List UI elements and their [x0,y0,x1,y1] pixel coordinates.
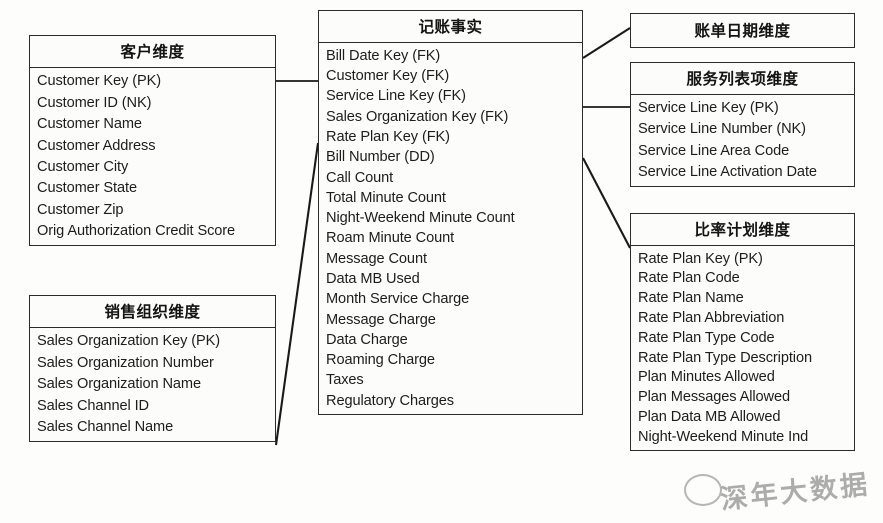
field-row: Plan Messages Allowed [638,389,791,406]
entity-fields-rateplan: Rate Plan Key (PK) Rate Plan Code Rate P… [631,246,854,450]
field-row: Customer Key (PK) [37,73,162,90]
field-row: Service Line Activation Date [638,163,817,180]
field-row: Rate Plan Code [638,270,740,287]
field-row: Rate Plan Name [638,290,744,307]
connector-fact-to-rateplan [582,157,631,249]
field-row: Customer State [37,180,137,197]
entity-fields-fact: Bill Date Key (FK) Customer Key (FK) Ser… [319,43,582,414]
entity-fields-serviceline: Service Line Key (PK) Service Line Numbe… [631,95,854,186]
field-row: Service Line Number (NK) [638,121,806,138]
field-row: Taxes [326,372,364,389]
entity-rate-plan-dimension[interactable]: 比率计划维度 Rate Plan Key (PK) Rate Plan Code… [630,213,855,451]
field-row: Night-Weekend Minute Count [326,210,515,227]
field-row: Call Count [326,169,394,186]
field-row: Sales Organization Name [37,376,201,393]
field-row: Sales Organization Key (FK) [326,108,509,125]
field-row: Bill Date Key (FK) [326,47,441,64]
field-row: Customer Name [37,116,142,133]
field-row: Sales Channel ID [37,397,149,414]
field-row: Customer Zip [37,201,124,218]
field-row: Rate Plan Key (FK) [326,128,450,145]
entity-customer-dimension[interactable]: 客户维度 Customer Key (PK) Customer ID (NK) … [29,35,276,246]
entity-title-serviceline: 服务列表项维度 [631,63,854,95]
field-row: Service Line Area Code [638,142,790,159]
field-row: Service Line Key (FK) [326,88,466,105]
field-row: Rate Plan Type Description [638,349,812,366]
entity-title-rateplan: 比率计划维度 [631,214,854,246]
field-row: Customer ID (NK) [37,94,152,111]
field-row: Rate Plan Type Code [638,329,775,346]
field-row: Message Charge [326,311,436,328]
field-row: Customer Address [37,137,156,154]
field-row: Sales Organization Key (PK) [37,333,221,350]
entity-title-fact: 记账事实 [319,11,582,43]
entity-title-customer: 客户维度 [30,36,275,68]
entity-service-line-dimension[interactable]: 服务列表项维度 Service Line Key (PK) Service Li… [630,62,855,187]
field-row: Plan Data MB Allowed [638,408,781,425]
field-row: Service Line Key (PK) [638,100,779,117]
field-row: Data MB Used [326,270,420,287]
entity-title-salesorg: 销售组织维度 [30,296,275,328]
field-row: Month Service Charge [326,291,470,308]
field-row: Message Count [326,250,427,267]
field-row: Plan Minutes Allowed [638,369,775,386]
field-row: Data Charge [326,331,408,348]
field-row: Total Minute Count [326,189,446,206]
field-row: Sales Channel Name [37,418,174,435]
field-row: Customer City [37,158,129,175]
field-row: Bill Number (DD) [326,149,435,166]
connector-salesorg-to-fact [274,142,320,446]
entity-fields-customer: Customer Key (PK) Customer ID (NK) Custo… [30,68,275,245]
field-row: Orig Authorization Credit Score [37,223,236,240]
entity-title-billdate: 账单日期维度 [631,14,854,47]
field-row: Roaming Charge [326,352,435,369]
entity-sales-organization-dimension[interactable]: 销售组织维度 Sales Organization Key (PK) Sales… [29,295,276,442]
field-row: Rate Plan Key (PK) [638,250,763,267]
field-row: Customer Key (FK) [326,68,450,85]
field-row: Regulatory Charges [326,392,454,409]
entity-billing-fact[interactable]: 记账事实 Bill Date Key (FK) Customer Key (FK… [318,10,583,416]
connector-fact-to-billdate [582,27,631,59]
field-row: Night-Weekend Minute Ind [638,428,809,445]
field-row: Roam Minute Count [326,230,455,247]
field-row: Sales Organization Number [37,354,214,371]
field-row: Rate Plan Abbreviation [638,309,785,326]
entity-fields-salesorg: Sales Organization Key (PK) Sales Organi… [30,328,275,441]
entity-bill-date-dimension[interactable]: 账单日期维度 [630,13,855,48]
